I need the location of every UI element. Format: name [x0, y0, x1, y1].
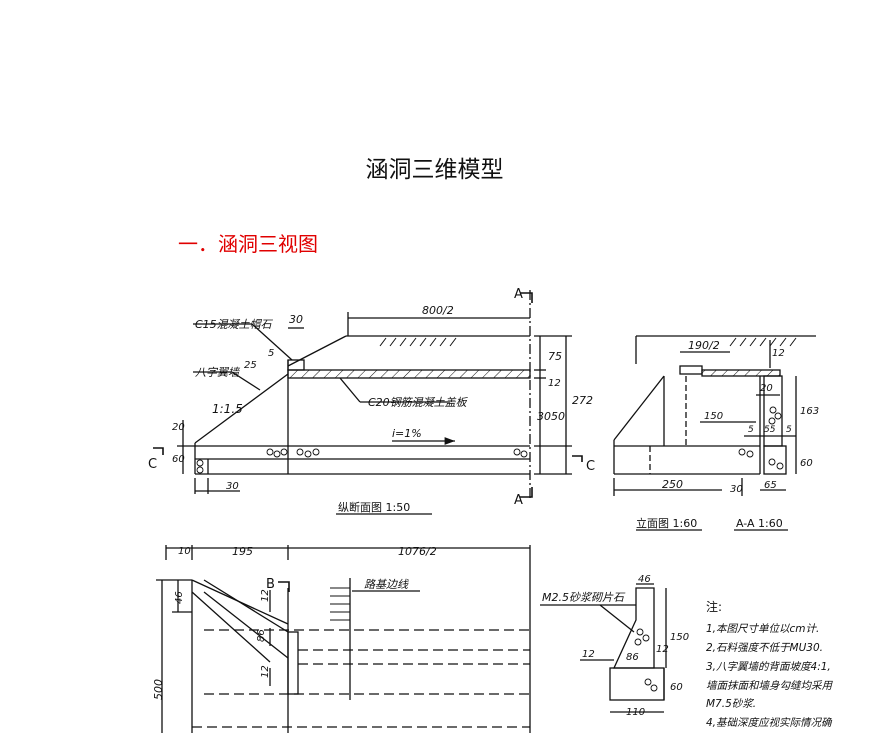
- section-c-right: C: [586, 459, 595, 474]
- elev-cap: [679, 365, 703, 375]
- plan-d12a: 12: [260, 589, 271, 602]
- elev-slab: [701, 369, 781, 377]
- plan-labels: 10 195 1076/2 46 12 86 12 500 B 路基边线: [152, 545, 437, 700]
- ground-hatch-top: [379, 337, 457, 347]
- cover-slab: [287, 369, 531, 379]
- elev-d55: 55: [764, 425, 776, 435]
- note-line: 2,石料强度不低于MU30.: [706, 642, 823, 654]
- rubble-stones: [196, 448, 528, 474]
- note-line: 墙面抹面和墙身勾缝均采用: [706, 680, 833, 692]
- road-line-label: 路基边线: [364, 578, 409, 591]
- detail-top: 46: [638, 574, 651, 585]
- dim-total-h: 272: [572, 394, 593, 407]
- dim-slab: 12: [548, 378, 561, 389]
- plan-d500: 500: [152, 679, 165, 700]
- slab-label: C20钢筋混凝土盖板: [368, 396, 469, 409]
- detail-d110: 110: [626, 707, 645, 718]
- elev-d150: 150: [704, 411, 723, 422]
- elevation-view: [613, 335, 816, 531]
- section-a-bottom: A: [514, 493, 523, 508]
- dim-found-h: 60: [172, 454, 185, 465]
- elev-d60: 60: [800, 458, 813, 469]
- dim-cap-h2: 25: [244, 360, 257, 371]
- document-title: 涵洞三维模型: [365, 157, 504, 183]
- note-line: 4,基础深度应视实际情况确: [706, 717, 833, 729]
- wall-detail-labels: M2.5砂浆砌片石 46 150 12 86 12 60 110: [542, 574, 689, 718]
- note-line: 1,本图尺寸单位以cm计.: [706, 623, 819, 635]
- dim-cap-width: 30: [289, 313, 303, 326]
- detail-masonry-label: M2.5砂浆砌片石: [542, 591, 626, 604]
- section-a-top: A: [514, 287, 523, 302]
- detail-d12b: 12: [656, 644, 669, 655]
- elev-d163: 163: [800, 406, 819, 417]
- detail-d12a: 12: [582, 649, 595, 660]
- plan-d10: 10: [178, 546, 191, 557]
- elev-d65: 65: [764, 480, 777, 491]
- elev-d5a: 5: [748, 425, 754, 435]
- plan-d12b: 12: [260, 665, 271, 678]
- aa-found: [763, 445, 787, 475]
- plan-d86: 86: [256, 629, 267, 642]
- wing-wall-label: 八字翼墙: [195, 366, 241, 379]
- plan-half-len: 1076/2: [398, 545, 437, 558]
- wall-detail: [540, 583, 667, 713]
- dim-clear-h: 3050: [537, 410, 565, 423]
- plan-d46: 46: [174, 591, 185, 604]
- elev-d20: 20: [760, 383, 773, 394]
- dim-cover: 75: [548, 350, 562, 363]
- note-line: 3,八字翼墙的背面坡度4:1,: [706, 661, 831, 673]
- section-aa-caption: A-A 1:60: [736, 517, 783, 530]
- section-b-label: B: [266, 577, 275, 592]
- longitudinal-labels: C15混凝土帽石 八字翼墙 1:1.5 C20钢筋混凝土盖板 i=1% 800/…: [148, 287, 595, 514]
- detail-footing: [609, 667, 665, 701]
- plan-cap: [287, 631, 299, 695]
- elev-half-width: 190/2: [688, 339, 720, 352]
- longitudinal-view: [153, 290, 583, 515]
- gradient-label: i=1%: [392, 427, 422, 440]
- cap-stone-label: C15混凝土帽石: [195, 318, 274, 331]
- plan-view: [156, 545, 531, 733]
- detail-d150: 150: [670, 632, 689, 643]
- dim-base-h: 20: [172, 422, 185, 433]
- detail-d86: 86: [626, 652, 639, 663]
- dim-found-w: 30: [226, 481, 239, 492]
- notes: 注: 1,本图尺寸单位以cm计. 2,石料强度不低于MU30. 3,八字翼墙的背…: [706, 599, 833, 729]
- plan-d195: 195: [232, 545, 253, 558]
- elev-d250: 250: [662, 478, 683, 491]
- elev-cover: 12: [772, 348, 785, 359]
- section-heading: 一．涵洞三视图: [178, 232, 318, 256]
- note-line: M7.5砂浆.: [706, 698, 756, 710]
- notes-heading: 注:: [706, 599, 722, 614]
- elevation-caption: 立面图 1:60: [636, 516, 697, 530]
- dim-cap-h1: 5: [268, 348, 274, 359]
- elev-d5b: 5: [786, 425, 792, 435]
- section-c-left: C: [148, 457, 157, 472]
- detail-d60: 60: [670, 682, 683, 693]
- slope-label: 1:1.5: [212, 402, 243, 416]
- elev-d30: 30: [730, 484, 743, 495]
- dim-half-length: 800/2: [422, 304, 454, 317]
- longitudinal-caption: 纵断面图 1:50: [338, 500, 410, 514]
- elevation-labels: 190/2 12 20 150 5 55 5 163 60 250 30 65 …: [636, 339, 819, 530]
